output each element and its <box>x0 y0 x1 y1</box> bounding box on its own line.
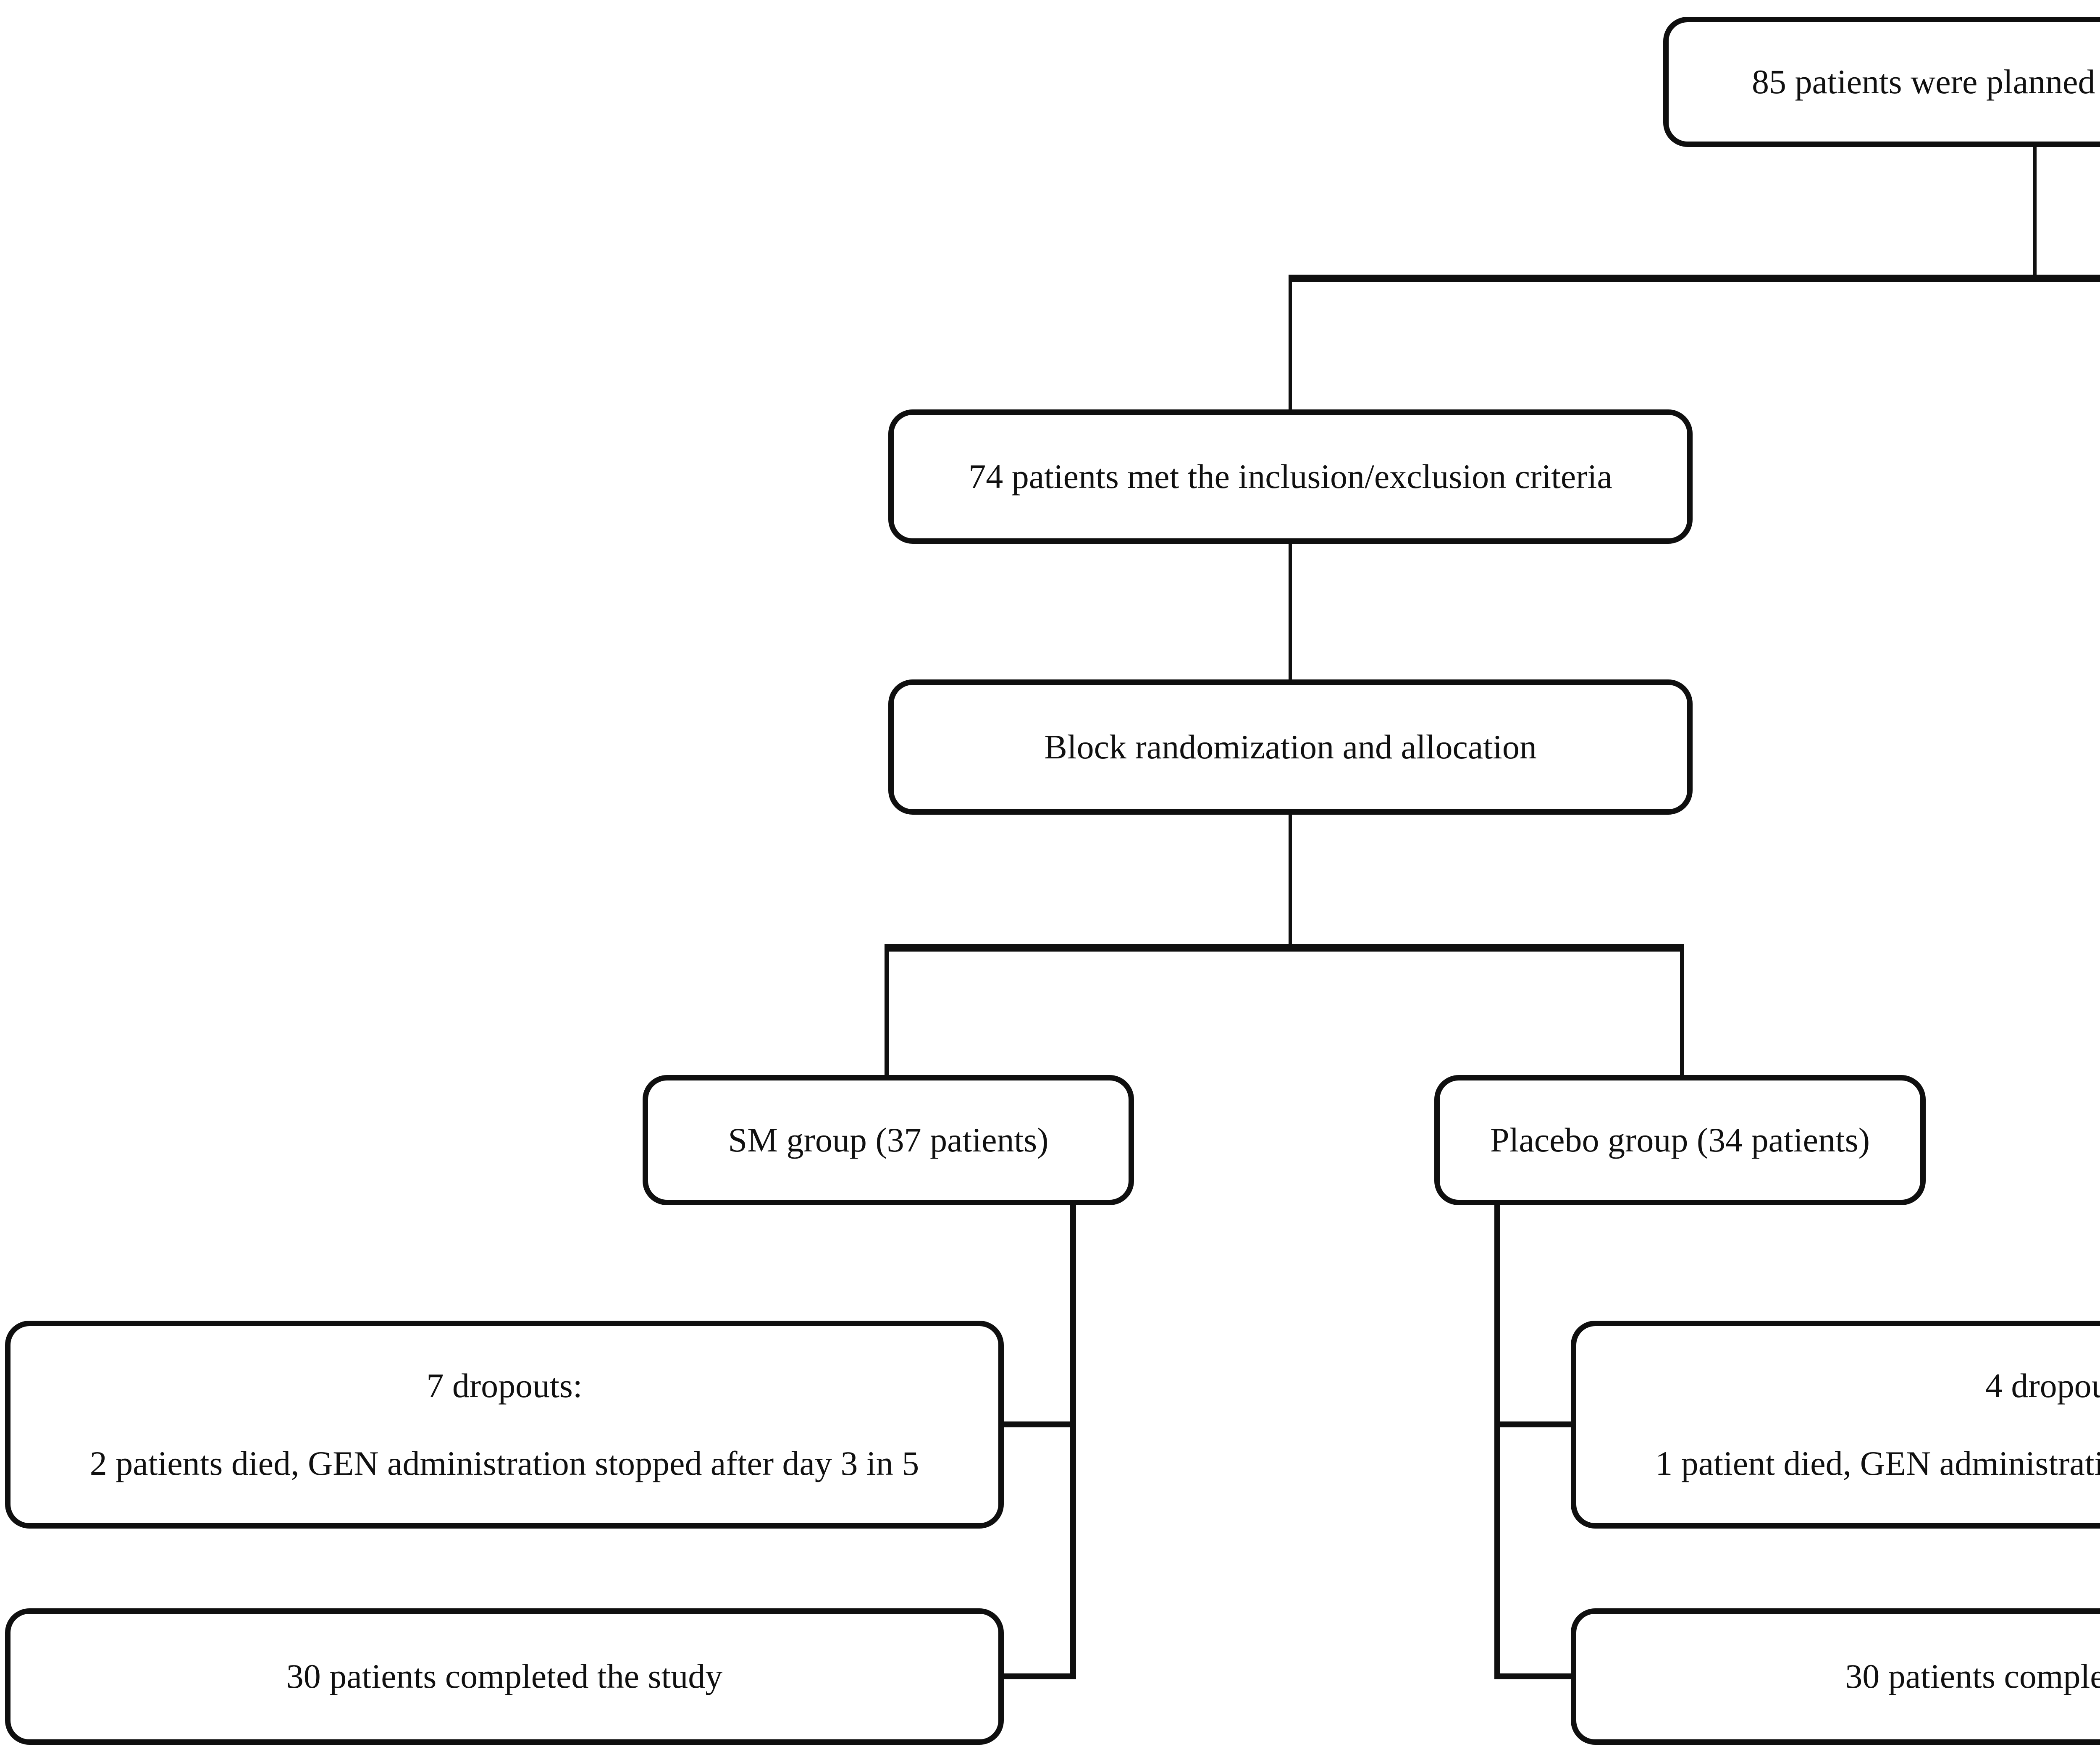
node-placebo-completed-label: 30 patients completed the study <box>1845 1657 2100 1696</box>
connector-branch-to-met-criteria <box>1289 275 1292 411</box>
node-sm-completed-study: 30 patients completed the study <box>5 1608 1004 1745</box>
node-sm-dropouts-line2: 2 patients died, GEN administration stop… <box>89 1444 919 1482</box>
connector-planned-to-branch <box>2033 147 2037 278</box>
node-placebo-completed-study: 30 patients completed the study <box>1571 1608 2100 1745</box>
connector-to-placebo-dropouts <box>1494 1421 1577 1427</box>
node-met-inclusion-criteria: 74 patients met the inclusion/exclusion … <box>888 409 1693 544</box>
node-sm-group: SM group (37 patients) <box>643 1075 1134 1205</box>
node-placebo-dropouts: 4 dropouts: 1 patient died, GEN administ… <box>1571 1321 2100 1529</box>
node-met-inclusion-label: 74 patients met the inclusion/exclusion … <box>969 457 1612 496</box>
node-placebo-dropouts-line2: 1 patient died, GEN administration stopp… <box>1655 1444 2100 1482</box>
connector-allocation-branch-horizontal <box>885 944 1684 952</box>
node-planned-patients: 85 patients were planned to receive GEN <box>1663 17 2100 147</box>
node-sm-completed-label: 30 patients completed the study <box>286 1657 723 1696</box>
connector-to-sm-dropouts <box>1002 1421 1076 1427</box>
connector-randomization-to-branch <box>1289 814 1292 946</box>
connector-to-placebo-completed <box>1494 1673 1577 1679</box>
node-randomization-label: Block randomization and allocation <box>1044 727 1537 766</box>
node-placebo-group: Placebo group (34 patients) <box>1434 1075 1926 1205</box>
connector-top-branch-horizontal <box>1289 275 2100 282</box>
node-sm-group-label: SM group (37 patients) <box>728 1120 1049 1159</box>
node-block-randomization: Block randomization and allocation <box>888 679 1693 815</box>
connector-met-to-randomization <box>1289 543 1292 681</box>
connector-branch-to-sm-group <box>885 944 889 1077</box>
connector-placebo-group-vertical <box>1494 1204 1500 1679</box>
node-sm-dropouts-line1: 7 dropouts: <box>426 1366 583 1405</box>
connector-branch-to-placebo-group <box>1680 944 1684 1077</box>
connector-sm-group-vertical <box>1070 1204 1076 1679</box>
connector-to-sm-completed <box>1002 1673 1076 1679</box>
node-placebo-dropouts-line1: 4 dropouts: <box>1985 1366 2100 1405</box>
node-planned-label: 85 patients were planned to receive GEN <box>1752 62 2100 101</box>
node-placebo-group-label: Placebo group (34 patients) <box>1490 1120 1870 1159</box>
node-sm-dropouts: 7 dropouts: 2 patients died, GEN adminis… <box>5 1321 1004 1529</box>
